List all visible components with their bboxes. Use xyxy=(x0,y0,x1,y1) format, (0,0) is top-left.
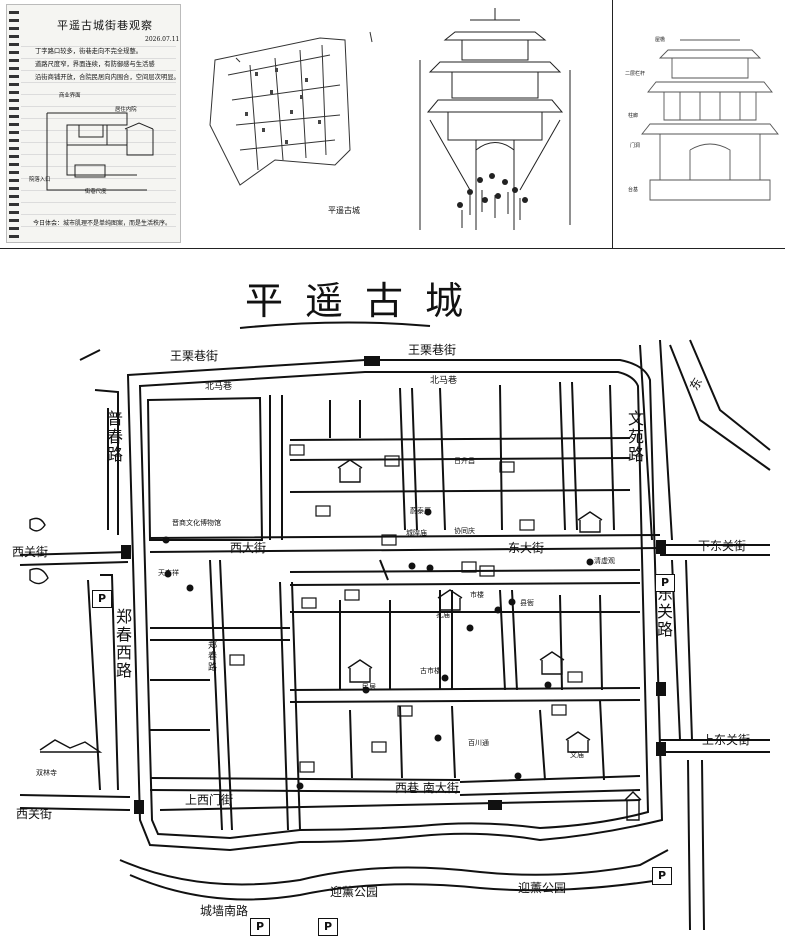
map-title: 平遥古城 xyxy=(245,279,486,323)
site-label-11: 蔚泰厚 xyxy=(410,507,431,515)
elev-label-2: 二层栏杆 xyxy=(625,71,646,77)
site-label-3: 日升昌 xyxy=(454,457,475,465)
site-label-4: 市楼 xyxy=(470,591,484,599)
plan-caption: 平遥古城 xyxy=(328,206,360,215)
street-east-avenue: 东大街 xyxy=(508,541,545,555)
site-label-6: 县衙 xyxy=(520,599,534,607)
site-label-8: 文庙 xyxy=(570,751,584,759)
street-south-moat: 城墙南路 xyxy=(200,904,249,918)
label-scale: 街巷尺度 xyxy=(85,189,107,195)
street-south-inner: 上西门街 xyxy=(185,793,234,807)
notebook-line-1: 丁字路口较多，街巷走向不完全规整。 xyxy=(35,48,143,55)
site-label-12: 百川通 xyxy=(468,739,489,747)
elevation-sketch xyxy=(641,39,779,201)
notebook-diagram xyxy=(46,112,154,191)
street-west-outer-lower: 西关街 xyxy=(16,807,53,821)
elev-label-4: 门洞 xyxy=(630,143,641,149)
site-label-2: 天吉祥 xyxy=(158,569,179,577)
site-label-15: 双林寺 xyxy=(36,769,57,777)
site-label-10: 清虚观 xyxy=(594,557,615,565)
label-courtyard: 居住内院 xyxy=(115,107,137,113)
site-label-14: 民居 xyxy=(362,683,376,691)
site-label-13: 古市楼 xyxy=(420,667,441,675)
panel-divider xyxy=(612,0,613,248)
parking-icon-east: P xyxy=(655,574,675,592)
section-divider xyxy=(0,248,785,249)
street-north-outer-e: 王栗巷街 xyxy=(408,343,457,357)
road-east-2: 文苑路 xyxy=(625,410,644,464)
label-entrance: 院落入口 xyxy=(29,177,51,183)
elev-label-3: 柱廊 xyxy=(628,113,639,119)
street-east-outer: 下东关街 xyxy=(698,539,747,553)
elev-label-5: 台基 xyxy=(628,187,639,193)
street-south-avenue: 西巷 南大街 xyxy=(395,781,459,795)
parking-icon-south-2: P xyxy=(318,918,338,936)
street-west-avenue: 西大街 xyxy=(230,541,267,555)
road-northwest: 普春路 xyxy=(104,410,123,464)
park-label-2: 迎薰公园 xyxy=(518,881,567,895)
park-label-1: 迎薰公园 xyxy=(330,885,379,899)
site-label-7: 城隍庙 xyxy=(406,529,427,537)
elev-label-1: 屋檐 xyxy=(655,37,666,43)
street-north-inner-2: 北马巷 xyxy=(430,376,458,386)
street-north-outer-w: 王栗巷街 xyxy=(170,349,219,363)
street-west-outer: 西关街 xyxy=(12,545,49,559)
road-inner-west: 郑春路 xyxy=(206,640,216,673)
street-north-inner: 北马巷 xyxy=(205,382,233,392)
parking-icon-west: P xyxy=(92,590,112,608)
parking-icon-south-1: P xyxy=(250,918,270,936)
notebook-line-3: 沿街商铺开放，合院民居向内围合，空间层次明显。 xyxy=(35,74,180,81)
notebook-date: 2026.07.11 xyxy=(145,36,180,43)
site-label-5: 协同庆 xyxy=(454,527,475,535)
notebook-page: 平遥古城街巷观察 2026.07.11 丁字路口较多，街巷走向不完全规整。 道路… xyxy=(6,4,181,243)
site-label-1: 晋商文化博物馆 xyxy=(172,519,221,527)
spiral-binding xyxy=(9,11,19,239)
parking-icon-se: P xyxy=(652,867,672,885)
notebook-line-2: 道路尺度窄，界面连续，有防御感与生活感 xyxy=(35,61,155,68)
road-east: 东关路 xyxy=(654,585,673,639)
site-label-9: 孔庙 xyxy=(436,611,450,619)
label-commercial: 商业界面 xyxy=(59,93,81,99)
notebook-footer: 今日体会：城市肌理不是单纯图案，而是生活秩序。 xyxy=(33,220,172,227)
road-west: 郑春西路 xyxy=(113,608,132,680)
tower-street-sketch xyxy=(419,8,571,230)
city-plan-sketch xyxy=(209,31,373,186)
street-east-outer-lower: 上东关街 xyxy=(702,733,751,747)
notebook-title: 平遥古城街巷观察 xyxy=(57,19,153,32)
